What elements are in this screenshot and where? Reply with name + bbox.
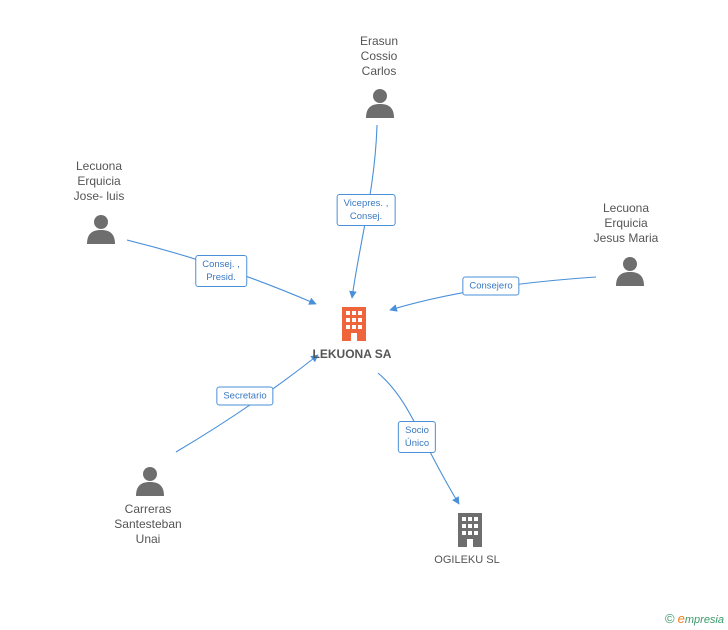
brand-name: mpresia	[684, 614, 724, 626]
relation-label-ogileku-line-1: Socio	[405, 425, 429, 436]
person-erasun-icon[interactable]	[366, 88, 394, 123]
relation-label-erasun-line-2: Consej.	[349, 211, 383, 222]
empresia-brand[interactable]: ©empresia	[665, 611, 724, 626]
relation-label-lecuona-jesus-line-1: Consejero	[469, 280, 513, 292]
ogileku-building-icon[interactable]	[454, 513, 486, 552]
relation-label-carreras: Secretario	[216, 386, 274, 406]
person-carreras-icon[interactable]	[136, 466, 164, 501]
ogileku-name[interactable]: OGILEKU SL	[434, 554, 500, 566]
relation-label-erasun-line-1: Vicepres. ,	[343, 198, 389, 209]
relation-label-carreras-line-1: Secretario	[223, 390, 267, 402]
person-erasun-line-2: Cossio	[360, 49, 398, 63]
relation-label-lecuona-jose-line-1: Consej. ,	[202, 259, 240, 270]
person-lecuona-jesus-name[interactable]: Lecuona Erquicia Jesus Maria	[546, 201, 706, 246]
person-lecuona-jesus-line-1: Lecuona	[602, 201, 650, 215]
person-lecuona-jose-line-3: Jose- luis	[73, 189, 125, 203]
person-erasun-line-3: Carlos	[361, 64, 397, 78]
brand-e-logo: e	[677, 611, 685, 626]
relation-label-lecuona-jesus: Consejero	[462, 276, 520, 296]
person-carreras-name[interactable]: Carreras Santesteban Unai	[68, 502, 228, 547]
copyright-icon: ©	[665, 611, 675, 626]
person-lecuona-jose-name[interactable]: Lecuona Erquicia Jose- luis	[19, 159, 179, 204]
person-carreras-line-3: Unai	[135, 532, 161, 546]
main-company-building-icon[interactable]	[338, 307, 370, 346]
main-company-name[interactable]: LEKUONA SA	[312, 347, 392, 361]
person-erasun-line-1: Erasun	[359, 34, 399, 48]
relation-label-erasun: Vicepres. , Consej.	[336, 194, 396, 226]
relation-label-ogileku-line-2: Único	[404, 438, 430, 449]
person-carreras-line-1: Carreras	[124, 502, 172, 516]
person-lecuona-jose-line-2: Erquicia	[77, 174, 121, 188]
person-lecuona-jesus-icon[interactable]	[616, 256, 644, 291]
person-carreras-line-2: Santesteban	[114, 517, 182, 531]
person-lecuona-jose-icon[interactable]	[87, 214, 115, 249]
relation-label-lecuona-jose: Consej. , Presid.	[195, 255, 247, 287]
person-lecuona-jose-line-1: Lecuona	[75, 159, 123, 173]
relation-label-ogileku: Socio Único	[397, 421, 437, 453]
person-erasun-name[interactable]: Erasun Cossio Carlos	[299, 34, 459, 79]
person-lecuona-jesus-line-2: Erquicia	[604, 216, 648, 230]
person-lecuona-jesus-line-3: Jesus Maria	[593, 231, 659, 245]
relation-label-lecuona-jose-line-2: Presid.	[206, 272, 236, 283]
